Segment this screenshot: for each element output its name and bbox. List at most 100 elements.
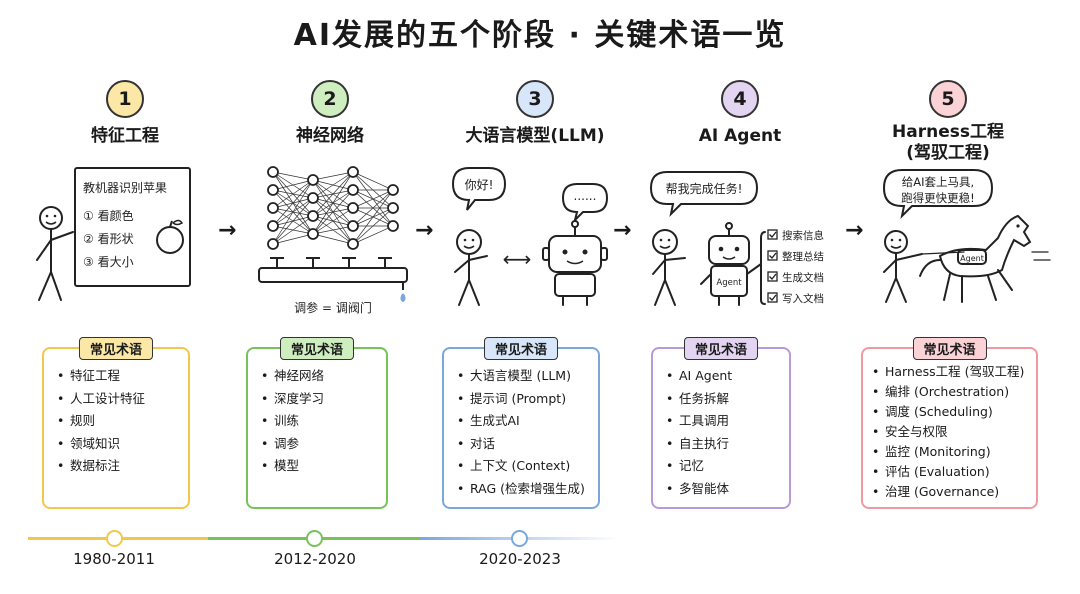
stage-number-badge: 1 <box>106 80 144 118</box>
stick-figure-head <box>884 230 908 254</box>
stage-name: Harness工程 (驾驭工程) <box>848 122 1048 164</box>
timeline-dot <box>106 530 123 547</box>
checklist-item: 生成文档 <box>782 271 824 284</box>
common-terms-tag: 常见术语 <box>279 337 355 360</box>
board-item: ③ 看大小 <box>83 255 134 269</box>
terms-card-stage-3: 常见术语 大语言模型 (LLM) 提示词 (Prompt) 生成式AI 对话 上… <box>442 337 600 509</box>
valve-caption: 调参 = 调阀门 <box>294 300 372 315</box>
stick-figure-head <box>652 229 678 255</box>
checklist-item: 写入文档 <box>782 292 824 305</box>
stick-figure-head <box>39 206 63 230</box>
stage-5-header: 5 Harness工程 (驾驭工程) <box>848 80 1048 164</box>
terms-card-stage-4: 常见术语 AI Agent 任务拆解 工具调用 自主执行 记忆 多智能体 <box>651 337 791 509</box>
board-item: ② 看形状 <box>83 232 134 246</box>
term-item: 自主执行 <box>666 433 789 456</box>
network-node <box>387 220 399 232</box>
network-edge <box>272 215 314 245</box>
network-edge <box>312 189 354 235</box>
network-node <box>307 210 319 222</box>
term-item: 治理 (Governance) <box>872 482 1036 502</box>
stage-name: 大语言模型(LLM) <box>465 126 605 146</box>
network-edge <box>312 171 354 199</box>
network-node <box>307 192 319 204</box>
stage-4-header: 4 AI Agent <box>640 80 840 147</box>
network-node <box>347 166 359 178</box>
agent-robot-icon <box>700 222 762 306</box>
robot-bubble-text: ...... <box>574 189 597 203</box>
timeline-label: 2012-2020 <box>274 550 356 568</box>
network-node <box>347 238 359 250</box>
harness-bubble-line1: 给AI套上马具, <box>902 175 974 189</box>
stage-number-badge: 3 <box>516 80 554 118</box>
common-terms-tag: 常见术语 <box>483 337 559 360</box>
network-edge <box>312 225 354 235</box>
term-item: 调度 (Scheduling) <box>872 402 1036 422</box>
stage-2-header: 2 神经网络 <box>230 80 430 147</box>
term-item: 任务拆解 <box>666 388 789 411</box>
network-edge <box>352 171 394 191</box>
board-item: ① 看颜色 <box>83 208 134 223</box>
network-edge <box>272 179 314 227</box>
network-edge <box>272 179 314 209</box>
stage-number-badge: 4 <box>721 80 759 118</box>
terms-list: 特征工程 人工设计特征 规则 领域知识 数据标注 <box>44 349 188 478</box>
terms-card-stage-5: 常见术语 Harness工程 (驾驭工程) 编排 (Orchestration)… <box>861 337 1038 509</box>
term-item: 记忆 <box>666 455 789 478</box>
term-item: RAG (检索增强生成) <box>457 478 598 501</box>
speech-bubble <box>649 171 759 218</box>
network-node <box>387 202 399 214</box>
term-item: 模型 <box>261 455 386 478</box>
network-node <box>347 184 359 196</box>
terms-list: 大语言模型 (LLM) 提示词 (Prompt) 生成式AI 对话 上下文 (C… <box>444 349 598 500</box>
stick-figure-head <box>456 229 482 255</box>
reins <box>921 251 965 255</box>
speech-bubble <box>882 169 994 220</box>
board-title: 教机器识别苹果 <box>83 180 167 195</box>
term-item: 深度学习 <box>261 388 386 411</box>
task-checklist: 搜索信息 整理总结 生成文档 写入文档 <box>767 229 824 305</box>
stage-1-header: 1 特征工程 <box>25 80 225 147</box>
apple-icon <box>156 219 184 254</box>
common-terms-tag: 常见术语 <box>78 337 154 360</box>
network-edge <box>312 207 354 235</box>
timeline-label: 2020-2023 <box>479 550 561 568</box>
network-edge <box>312 171 354 235</box>
harness-engineering-illustration: 给AI套上马具, 跑得更快更稳! Agent <box>882 169 1051 303</box>
term-item: 监控 (Monitoring) <box>872 442 1036 462</box>
terms-list: Harness工程 (驾驭工程) 编排 (Orchestration) 调度 (… <box>863 349 1036 502</box>
network-edge <box>352 207 394 245</box>
checklist-item: 搜索信息 <box>782 229 824 242</box>
terms-list: 神经网络 深度学习 训练 调参 模型 <box>248 349 386 478</box>
stage-number-badge: 2 <box>311 80 349 118</box>
term-item: 神经网络 <box>261 365 386 388</box>
network-node <box>267 166 279 178</box>
network-edge <box>312 171 354 181</box>
double-arrow-icon: ⟷ <box>503 247 532 271</box>
network-edge <box>272 233 314 245</box>
term-item: 上下文 (Context) <box>457 455 598 478</box>
arrow-icon: → <box>415 218 434 243</box>
saddle <box>957 249 987 265</box>
common-terms-tag: 常见术语 <box>912 337 987 360</box>
network-edge <box>352 189 394 227</box>
network-node <box>267 220 279 232</box>
term-item: 规则 <box>57 410 188 433</box>
terms-card-stage-1: 常见术语 特征工程 人工设计特征 规则 领域知识 数据标注 <box>42 337 190 509</box>
term-item: 工具调用 <box>666 410 789 433</box>
arrow-icon: → <box>218 218 237 243</box>
term-item: 生成式AI <box>457 410 598 433</box>
term-item: 评估 (Evaluation) <box>872 462 1036 482</box>
arrow-icon: → <box>613 218 632 243</box>
term-item: 领域知识 <box>57 433 188 456</box>
term-item: 对话 <box>457 433 598 456</box>
terms-card-stage-2: 常见术语 神经网络 深度学习 训练 调参 模型 <box>246 337 388 509</box>
term-item: 调参 <box>261 433 386 456</box>
neural-network-illustration: 调参 = 调阀门 <box>258 166 408 315</box>
feature-engineering-illustration: 教机器识别苹果 ① 看颜色 ② 看形状 ③ 看大小 <box>36 167 191 301</box>
stage-name-line1: Harness工程 <box>892 122 1004 142</box>
network-edge <box>272 179 314 191</box>
terms-list: AI Agent 任务拆解 工具调用 自主执行 记忆 多智能体 <box>653 349 789 500</box>
timeline-dot <box>306 530 323 547</box>
network-node <box>267 184 279 196</box>
term-item: 大语言模型 (LLM) <box>457 365 598 388</box>
